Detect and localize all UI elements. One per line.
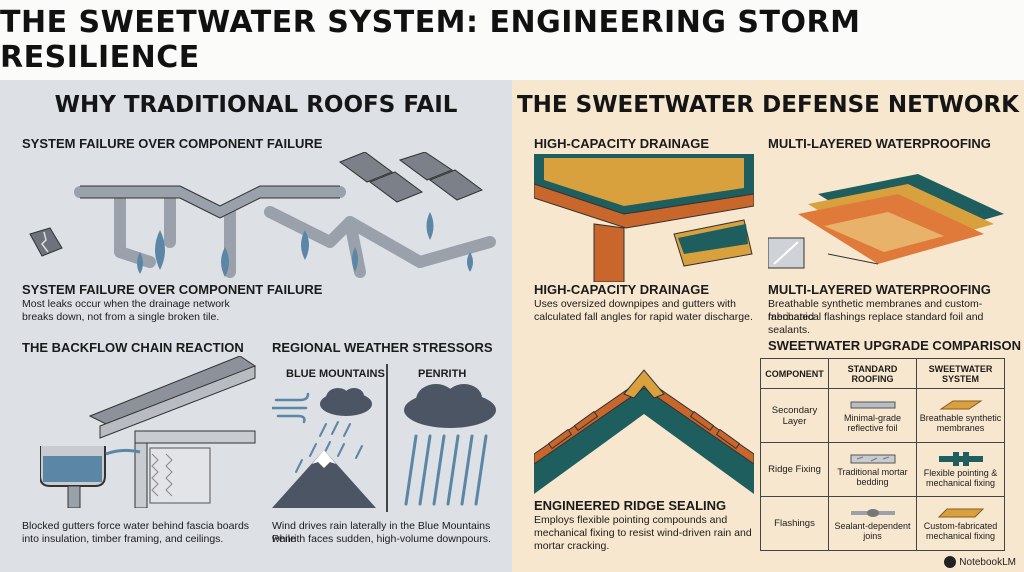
left-top-label: SYSTEM FAILURE OVER COMPONENT FAILURE [22,136,323,151]
water-leak-drips [137,212,473,277]
row-standard-cell: Sealant-dependent joins [828,496,917,551]
row-standard: Minimal-grade reflective foil [843,412,902,433]
ridge-sealing-illustration [534,369,754,494]
cloud-icon [320,388,372,416]
table-row: Secondary Layer Minimal-grade reflective… [760,388,1005,443]
row-standard-cell: Traditional mortar bedding [828,442,917,497]
table-header-row: COMPONENT STANDARD ROOFING SWEETWATER SY… [760,358,1005,389]
main-title: THE SWEETWATER SYSTEM: ENGINEERING STORM… [0,5,861,75]
sealant-join-icon [850,508,895,517]
backflow-text-2: into insulation, timber framing, and cei… [22,533,224,545]
notebooklm-logo-icon [944,556,957,568]
mechanical-fixing-icon [938,451,983,466]
backflow-text-1: Blocked gutters force water behind fasci… [22,520,250,532]
weather-text-1: Wind drives rain laterally in the Blue M… [272,520,491,545]
region-blue-mountains: BLUE MOUNTAINS [286,368,385,380]
membrane-layers-illustration [768,174,1004,269]
brand-name: NotebookLM [959,556,1016,568]
custom-flashing-icon [937,508,984,517]
table-row: Flashings Sealant-dependent joins Custom… [760,496,1005,551]
waterproof-title: MULTI-LAYERED WATERPROOFING [768,282,991,297]
row-sweetwater-cell: Breathable synthetic membranes [916,388,1005,443]
row-sweetwater-cell: Flexible pointing & mechanical fixing [916,442,1005,497]
row-standard: Sealant-dependent joins [834,520,911,541]
gutter-section-icon [673,219,753,267]
brand-watermark: NotebookLM [944,556,1016,568]
storm-cloud-icon [404,384,496,428]
ridge-text-2: mechanical fixing to resist wind-driven … [534,527,752,539]
roof-tiles-icon [338,152,484,203]
failure-text-1: Most leaks occur when the drainage netwo… [22,298,230,310]
row-standard-cell: Minimal-grade reflective foil [828,388,917,443]
foil-sheet-icon [768,237,805,269]
membrane-icon [938,400,983,409]
pipe-network-illustration [74,152,496,278]
row-standard: Traditional mortar bedding [837,466,908,487]
mortar-bed-icon [850,454,895,463]
weather-title: REGIONAL WEATHER STRESSORS [272,340,493,355]
drainage-text-2: calculated fall angles for rapid water d… [534,311,753,323]
table-row: Ridge Fixing Traditional mortar bedding … [760,442,1005,497]
left-panel: WHY TRADITIONAL ROOFS FAIL SYSTEM FAILUR… [0,80,512,572]
backflow-illustration [40,356,257,508]
region-penrith: PENRITH [418,368,467,380]
left-heading: WHY TRADITIONAL ROOFS FAIL [54,92,458,118]
ridge-text-1: Employs flexible pointing compounds and [534,514,728,526]
right-heading: THE SWEETWATER DEFENSE NETWORK [516,92,1020,118]
ridge-text-3: mortar cracking. [534,540,610,552]
row-component: Secondary Layer [760,388,829,443]
failure-text-2: breaks down, not from a single broken ti… [22,311,220,323]
waterproof-text-1: Breathable synthetic membranes and custo… [768,298,983,323]
row-sweetwater: Flexible pointing & mechanical fixing [923,467,998,488]
failure-title: SYSTEM FAILURE OVER COMPONENT FAILURE [22,282,323,297]
row-sweetwater: Custom-fabricated mechanical fixing [923,520,998,541]
drainage-text-1: Uses oversized downpipes and gutters wit… [534,298,736,310]
heavy-rain-icon [404,384,496,506]
gutter-illustration [534,154,754,282]
waterproof-text-2: mechanical flashings replace standard fo… [768,311,984,336]
ridge-title: ENGINEERED RIDGE SEALING [534,498,727,513]
row-component: Ridge Fixing [760,442,829,497]
weather-text-2: Penrith faces sudden, high-volume downpo… [272,533,491,545]
comparison-table: COMPONENT STANDARD ROOFING SWEETWATER SY… [760,358,1005,551]
row-sweetwater: Breathable synthetic membranes [919,412,1002,433]
mountain-icon [272,450,376,508]
drainage-top-label: HIGH-CAPACITY DRAINAGE [534,136,710,151]
broken-tile-icon [29,227,63,257]
windy-rain-mountain-icon [272,388,376,508]
insulation-batt [149,447,211,504]
title-bar: THE SWEETWATER SYSTEM: ENGINEERING STORM… [0,0,1024,80]
backflow-title: THE BACKFLOW CHAIN REACTION [22,340,244,355]
right-panel: THE SWEETWATER DEFENSE NETWORK HIGH-CAPA… [512,80,1024,572]
row-sweetwater-cell: Custom-fabricated mechanical fixing [916,496,1005,551]
comparison-title: SWEETWATER UPGRADE COMPARISON [768,338,1022,353]
drainage-title: HIGH-CAPACITY DRAINAGE [534,282,710,297]
col-header-standard: STANDARD ROOFING [828,358,917,389]
col-header-component: COMPONENT [760,358,829,389]
foil-icon [850,401,895,408]
col-header-sweetwater: SWEETWATER SYSTEM [916,358,1005,389]
waterproof-top-label: MULTI-LAYERED WATERPROOFING [768,136,991,151]
divider-line [386,364,388,512]
row-component: Flashings [760,496,829,551]
wind-icon [272,392,310,424]
